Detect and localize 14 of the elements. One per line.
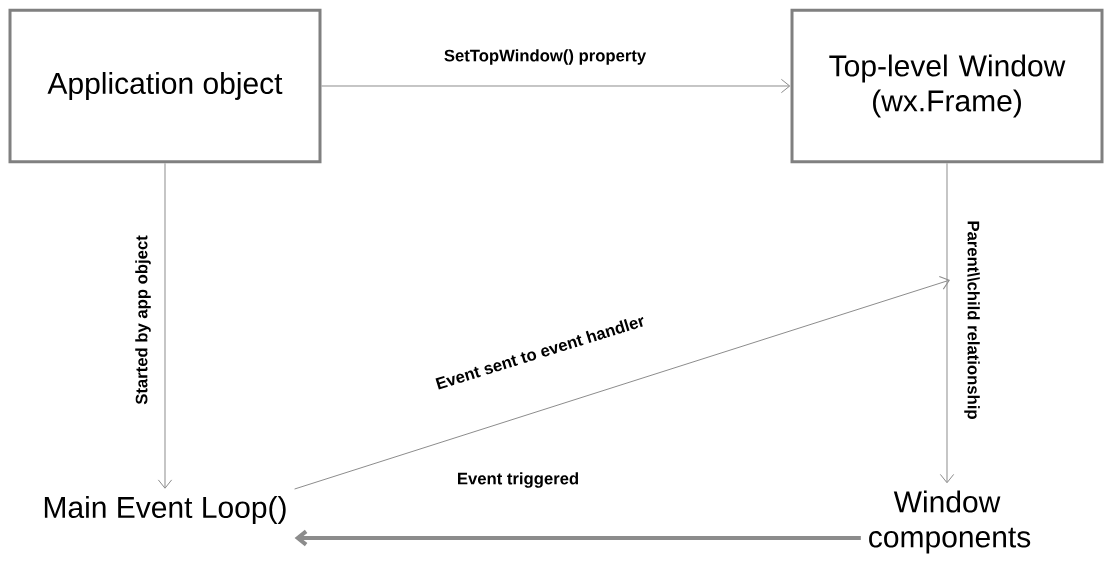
- edge-label: Started by app object: [133, 233, 153, 407]
- arrow: [939, 162, 955, 484]
- edge-label: Event triggered: [455, 470, 581, 490]
- edge-label: SetTopWindow() property: [442, 47, 648, 67]
- edge-label: Parent\\child relationship: [962, 218, 982, 422]
- arrow: [294, 275, 950, 490]
- arrow: [157, 162, 173, 489]
- arrow: [294, 529, 861, 547]
- node-text: Window components: [869, 490, 1031, 554]
- arrow: [321, 78, 791, 94]
- process-box: Application object: [8, 8, 322, 164]
- edge-label: Event sent to event handler: [432, 311, 648, 393]
- node-text: Main Event Loop(): [44, 496, 286, 524]
- process-box: Top-level Window (wx.Frame): [790, 8, 1104, 164]
